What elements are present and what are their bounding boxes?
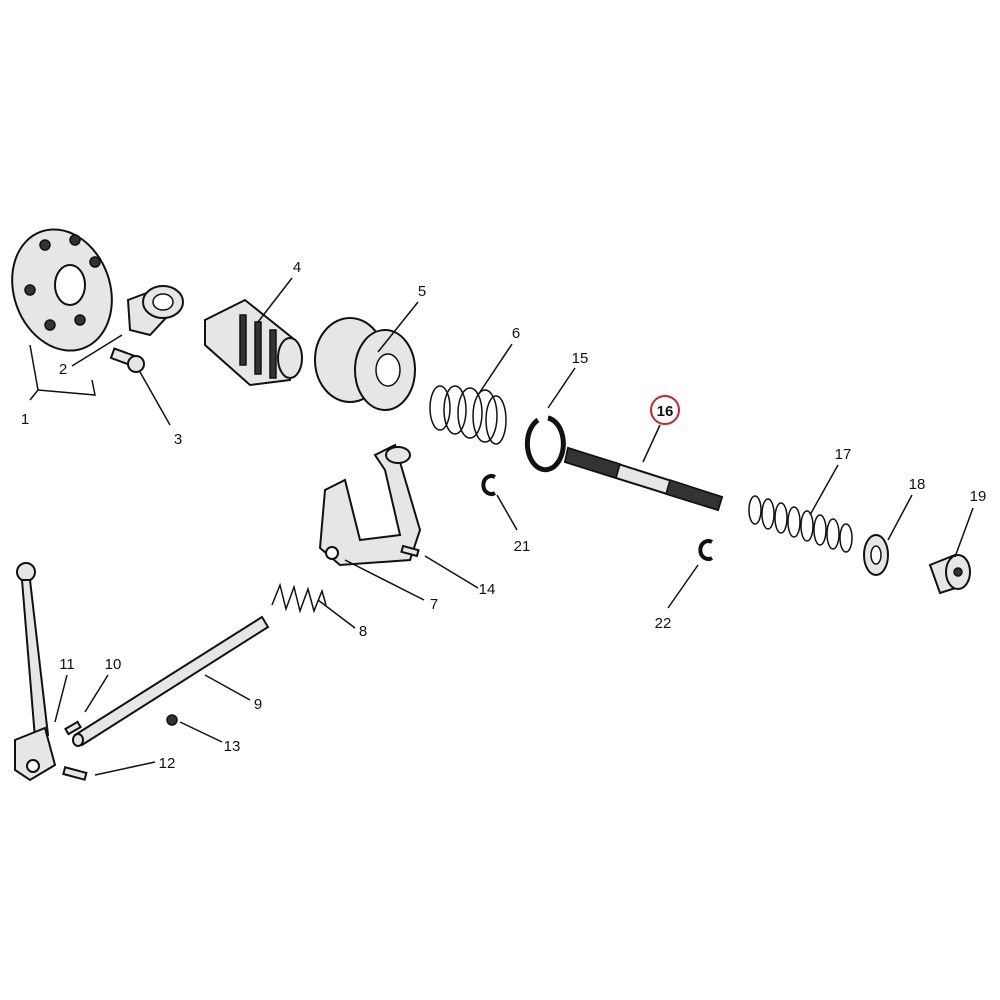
callout-16-highlight[interactable]: 16 — [650, 395, 680, 425]
callout-19: 19 — [970, 488, 987, 505]
part-21-e-clip[interactable] — [481, 474, 496, 496]
part-13-nut[interactable] — [166, 714, 178, 726]
callout-6: 6 — [512, 325, 520, 342]
callout-22: 22 — [655, 615, 672, 632]
part-9-shift-rod[interactable] — [72, 615, 270, 747]
part-2-bushing[interactable] — [126, 285, 184, 337]
part-15-snap-ring[interactable] — [524, 415, 566, 473]
part-3-screw[interactable] — [109, 347, 145, 373]
part-11-lever[interactable] — [14, 562, 57, 782]
callout-21: 21 — [514, 538, 531, 555]
callout-17: 17 — [835, 446, 852, 463]
part-7-shift-fork[interactable] — [318, 443, 422, 567]
callout-9: 9 — [254, 696, 262, 713]
part-17-spring[interactable] — [748, 495, 853, 553]
callout-4: 4 — [293, 259, 301, 276]
part-6-spring[interactable] — [429, 385, 507, 445]
part-19-collar[interactable] — [928, 553, 971, 595]
part-14-pin[interactable] — [400, 544, 420, 558]
callout-15: 15 — [572, 350, 589, 367]
highlight-circle — [650, 395, 680, 425]
part-5-gear[interactable] — [314, 317, 416, 411]
callout-14: 14 — [479, 581, 496, 598]
part-18-washer[interactable] — [863, 534, 889, 576]
callout-16: 16 — [657, 403, 674, 420]
part-1-plate[interactable] — [0, 215, 128, 364]
callout-10: 10 — [105, 656, 122, 673]
part-8-spring[interactable] — [271, 582, 327, 614]
part-4-pinion[interactable] — [204, 298, 303, 387]
callout-13: 13 — [224, 738, 241, 755]
callout-11: 11 — [59, 656, 75, 673]
callout-2: 2 — [59, 361, 67, 378]
callout-8: 8 — [359, 623, 367, 640]
part-16-shaft[interactable] — [563, 446, 724, 512]
part-12-pin[interactable] — [62, 766, 88, 781]
callout-5: 5 — [418, 283, 426, 300]
leader-lines — [29, 277, 974, 776]
part-22-e-clip[interactable] — [698, 539, 713, 561]
part-10-pin[interactable] — [64, 720, 82, 736]
callout-12: 12 — [159, 755, 176, 772]
callout-1: 1 — [21, 411, 29, 428]
callout-3: 3 — [174, 431, 182, 448]
callout-7: 7 — [430, 596, 438, 613]
callout-18: 18 — [909, 476, 926, 493]
